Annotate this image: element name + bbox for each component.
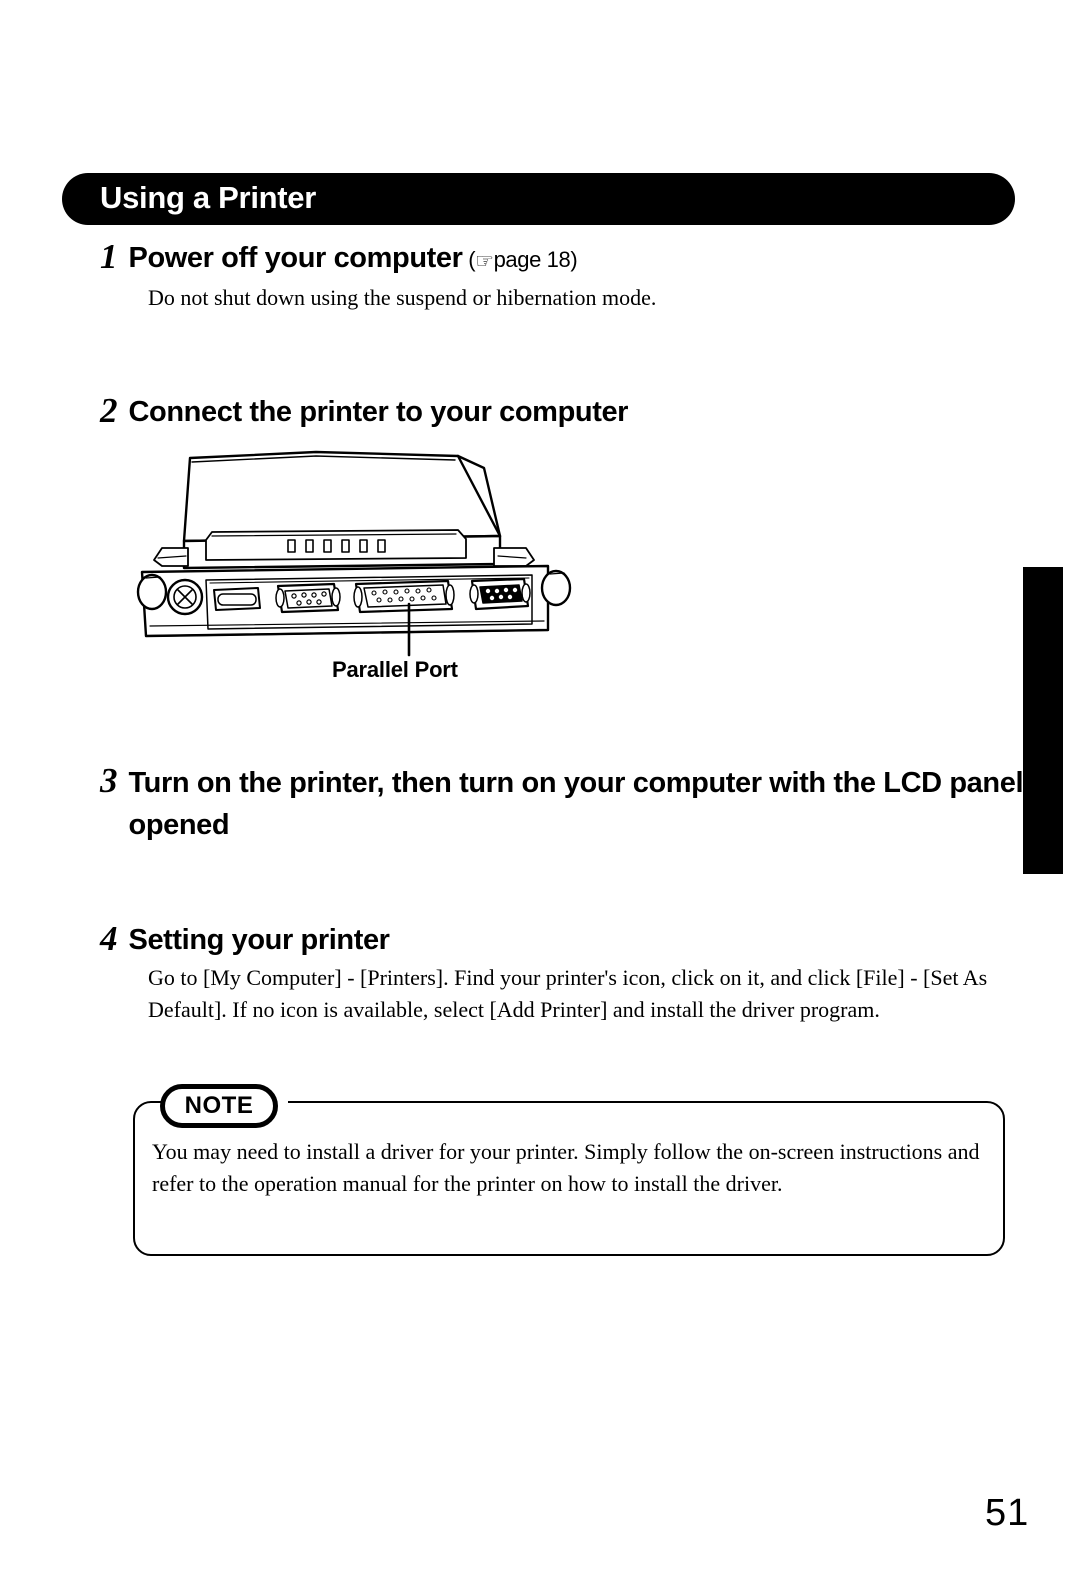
step-4: 4 Setting your printer bbox=[100, 920, 390, 960]
pointing-hand-icon: ☞ bbox=[475, 249, 494, 273]
note-callout-box bbox=[133, 1101, 1005, 1256]
step-1-reference: (☞page 18) bbox=[463, 247, 578, 273]
laptop-rear-ports-diagram bbox=[128, 440, 588, 690]
note-badge: NOTE bbox=[160, 1084, 278, 1128]
step-2-number: 2 bbox=[100, 391, 118, 430]
step-3-number: 3 bbox=[100, 761, 118, 800]
step-2-heading: Connect the printer to your computer bbox=[128, 396, 629, 428]
step-1-body: Do not shut down using the suspend or hi… bbox=[148, 285, 657, 310]
step-4-heading: Setting your printer bbox=[128, 924, 390, 956]
note-badge-label: NOTE bbox=[184, 1092, 254, 1119]
step-4-number: 4 bbox=[100, 919, 118, 958]
step-2: 2 Connect the printer to your computer bbox=[100, 392, 628, 432]
step-3: 3 Turn on the printer, then turn on your… bbox=[100, 762, 1030, 846]
step-4-body: Go to [My Computer] - [Printers]. Find y… bbox=[148, 965, 988, 1022]
step-3-heading: Turn on the printer, then turn on your c… bbox=[128, 767, 1024, 841]
step-1-number: 1 bbox=[100, 237, 118, 276]
paren-open: ( bbox=[468, 247, 476, 272]
note-body-text: You may need to install a driver for you… bbox=[152, 1139, 980, 1196]
paren-close: ) bbox=[570, 247, 578, 272]
step-1-reference-text: page 18 bbox=[493, 247, 571, 272]
section-header-bar bbox=[62, 173, 1015, 225]
step-1-heading-text: Power off your computer bbox=[128, 242, 463, 274]
step-1-heading: Power off your computer (☞page 18) bbox=[129, 238, 578, 280]
parallel-port-label: Parallel Port bbox=[332, 657, 458, 682]
page-title: Using a Printer bbox=[100, 180, 316, 215]
step-1: 1 Power off your computer (☞page 18) bbox=[100, 237, 578, 280]
page-number: 51 bbox=[985, 1492, 1030, 1534]
chapter-thumb-tab bbox=[1023, 567, 1063, 874]
